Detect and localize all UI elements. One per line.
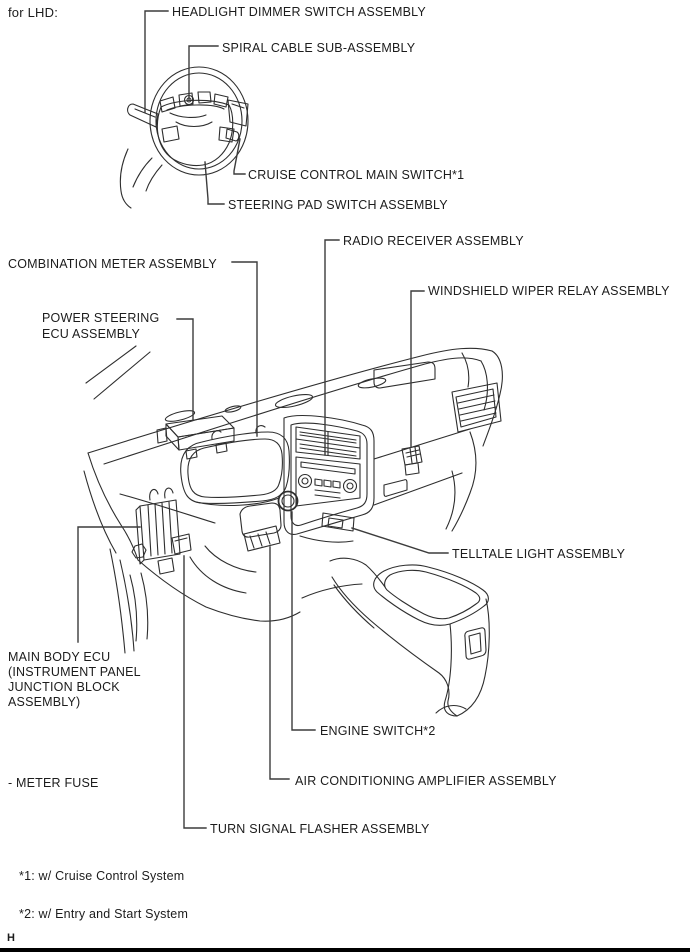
callout-telltale-light: TELLTALE LIGHT ASSEMBLY	[452, 547, 626, 561]
engine-switch-art	[277, 490, 299, 512]
callout-cruise-control-main-switch: CRUISE CONTROL MAIN SWITCH*1	[248, 168, 465, 182]
passenger-side-dash-art	[373, 382, 502, 532]
telltale-light-art	[299, 512, 355, 543]
callout-steering-pad-switch: STEERING PAD SWITCH ASSEMBLY	[228, 198, 448, 212]
page-bottom-divider	[0, 948, 690, 952]
leader-engine-switch	[291, 511, 316, 731]
callout-turn-signal-flasher: TURN SIGNAL FLASHER ASSEMBLY	[210, 822, 430, 836]
callout-main-body-ecu-line2: (INSTRUMENT PANEL	[8, 665, 141, 679]
page-marker: H	[7, 932, 15, 944]
callout-air-conditioning-amplifier: AIR CONDITIONING AMPLIFIER ASSEMBLY	[295, 774, 557, 788]
turn-signal-flasher-art	[171, 533, 192, 555]
callout-power-steering-ecu-line2: ECU ASSEMBLY	[42, 326, 141, 341]
combination-meter-art	[180, 425, 290, 507]
cowl-and-pillars-art	[85, 345, 503, 465]
spiral-cable-and-switch-cluster-art	[159, 91, 249, 128]
steering-wheel-rim-outer	[149, 66, 249, 176]
callout-power-steering-ecu: POWER STEERING ECU ASSEMBLY	[42, 311, 159, 342]
headlight-dimmer-stalk-art	[127, 103, 159, 128]
leader-headlight-dimmer	[144, 10, 169, 113]
windshield-wiper-relay-art	[401, 445, 423, 476]
callout-spiral-cable: SPIRAL CABLE SUB-ASSEMBLY	[222, 41, 416, 55]
leader-lines	[77, 10, 449, 829]
callout-power-steering-ecu-line1: POWER STEERING	[42, 311, 160, 325]
variant-label: for LHD:	[8, 5, 59, 20]
center-stack-art	[283, 415, 375, 535]
leader-power-steering-ecu	[176, 318, 194, 421]
left-door-and-kick-panel-art	[83, 452, 216, 654]
callout-headlight-dimmer-switch: HEADLIGHT DIMMER SWITCH ASSEMBLY	[172, 5, 426, 19]
leader-main-body-ecu	[77, 526, 141, 643]
steering-wheel-illustration	[119, 66, 249, 209]
steering-wheel-rim-inner	[155, 72, 243, 170]
steering-column-lower-art	[119, 148, 163, 209]
cruise-control-stalk-art	[225, 128, 240, 142]
callout-main-body-ecu-line4: ASSEMBLY)	[8, 695, 81, 709]
leader-steering-pad	[204, 161, 225, 205]
callout-engine-switch: ENGINE SWITCH*2	[320, 724, 436, 738]
dashboard-illustration	[83, 345, 503, 717]
radio-receiver-art	[295, 456, 361, 507]
center-console-art	[301, 557, 490, 717]
callout-radio-receiver: RADIO RECEIVER ASSEMBLY	[343, 234, 524, 248]
callout-main-body-ecu-line3: JUNCTION BLOCK	[8, 680, 120, 694]
callout-main-body-ecu-line1: MAIN BODY ECU	[8, 650, 111, 664]
leader-turn-signal-flasher	[183, 555, 207, 829]
air-conditioning-amplifier-art	[243, 525, 281, 552]
callout-main-body-ecu: MAIN BODY ECU (INSTRUMENT PANEL JUNCTION…	[8, 650, 141, 710]
callout-combination-meter: COMBINATION METER ASSEMBLY	[8, 257, 217, 271]
leader-cruise-control	[233, 138, 246, 175]
steering-column-shroud-art	[137, 502, 301, 622]
footnote-entry-start: *2: w/ Entry and Start System	[19, 907, 189, 921]
leader-radio-receiver	[324, 239, 340, 456]
steering-pad-art	[156, 99, 235, 167]
leader-spiral-cable	[188, 45, 219, 101]
leader-ac-amplifier	[269, 546, 290, 780]
leader-telltale-light	[351, 527, 449, 554]
callout-meter-fuse: - METER FUSE	[8, 776, 99, 790]
main-body-ecu-junction-block-art	[131, 487, 181, 575]
leader-wiper-relay	[410, 290, 425, 448]
leader-combination-meter	[231, 261, 258, 437]
callout-windshield-wiper-relay: WINDSHIELD WIPER RELAY ASSEMBLY	[428, 284, 670, 298]
footnote-cruise-control: *1: w/ Cruise Control System	[19, 869, 185, 883]
